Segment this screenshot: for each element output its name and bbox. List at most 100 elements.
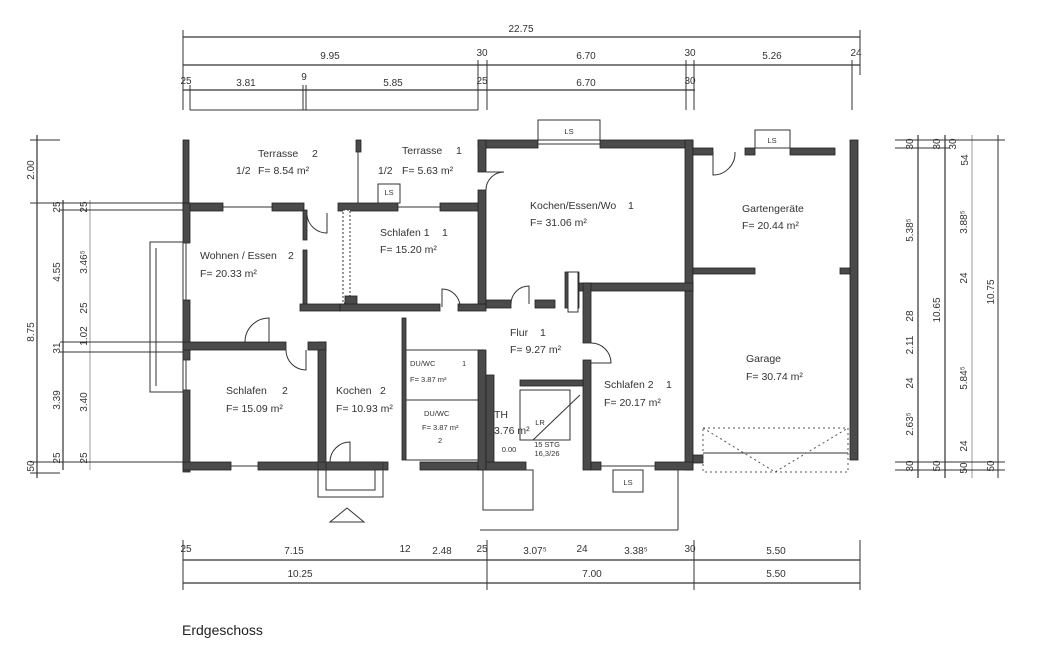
room-label: F= 20.44 m² (742, 220, 799, 232)
dim-label: 50 (959, 462, 970, 474)
dim-label: 2.11 (905, 335, 916, 354)
room-label: Gartengeräte (742, 203, 804, 215)
right-dimensions: 30 5.38⁵ 28 2.11 24 2.63⁵ 30 30 10.65 50… (895, 135, 1005, 478)
room-label: 2 (380, 385, 386, 397)
room-label: TH (494, 409, 508, 421)
dim-label: 4.55 (52, 262, 63, 282)
room-label: 3.76 m² (494, 425, 530, 437)
dim-label: 30 (476, 48, 488, 59)
dim-label: 30 (684, 76, 696, 87)
ls-label: LS (384, 188, 393, 197)
stairs-ratio-label: 16,3/26 (534, 449, 559, 458)
room-label: 1 (666, 379, 672, 391)
room-label: F= 30.74 m² (746, 371, 803, 383)
dim-overall-width: 22.75 (508, 24, 533, 35)
dim-label: 50 (932, 460, 943, 472)
room-label: F= 31.06 m² (530, 217, 587, 229)
dim-label: 9 (301, 72, 307, 83)
room-label: 1 (628, 200, 634, 212)
room-du-wc-1: DU/WC 1 F= 3.87 m² (410, 359, 466, 384)
dim-label: 31 (52, 342, 63, 354)
room-th: TH 3.76 m² (494, 409, 530, 437)
dim-label: 50 (986, 460, 997, 472)
room-label: Flur (510, 327, 529, 339)
ls-label: LS (767, 136, 776, 145)
room-label: F= 15.20 m² (380, 244, 437, 256)
dim-label: 30 (948, 138, 959, 150)
dim-label: 25 (79, 452, 90, 464)
dim-label: 30 (905, 138, 916, 150)
dim-label: 6.70 (576, 51, 596, 62)
room-label: 1 (462, 359, 466, 368)
room-label: 2 (288, 250, 294, 262)
room-label: Wohnen / Essen (200, 250, 277, 262)
dim-label: 24 (850, 48, 862, 59)
dim-label: 10.25 (287, 569, 312, 580)
room-label: Terrasse (258, 148, 298, 160)
dim-label: 3.38⁵ (624, 546, 648, 557)
dim-label: 3.07⁵ (523, 546, 547, 557)
room-label: F= 3.87 m² (410, 375, 447, 384)
left-dimensions: 2.00 8.75 50 25 4.55 31 3.39 25 25 3.46⁵… (26, 135, 183, 478)
dim-label: 25 (180, 544, 192, 555)
room-label: Schlafen 1 (380, 227, 430, 239)
room-du-wc-2: DU/WC F= 3.87 m² 2 (422, 409, 459, 445)
room-flur: Flur 1 F= 9.27 m² (510, 327, 562, 356)
room-label: F= 8.54 m² (258, 165, 310, 177)
room-label: F= 20.33 m² (200, 268, 257, 280)
dim-label: 6.70 (576, 78, 596, 89)
dim-label: 25 (79, 302, 90, 314)
walls (149, 109, 859, 531)
room-label: Kochen (336, 385, 372, 397)
room-label: Schlafen 2 (604, 379, 654, 391)
dim-label: 3.46⁵ (79, 250, 90, 274)
room-garage: Garage F= 30.74 m² (746, 353, 803, 383)
dim-label: 30 (905, 460, 916, 472)
room-label: 2 (282, 385, 288, 397)
room-label: DU/WC (424, 409, 450, 418)
room-label: 1 (540, 327, 546, 339)
room-label: F= 10.93 m² (336, 403, 393, 415)
dim-label: 5.38⁵ (905, 218, 916, 242)
dim-label: 25 (476, 544, 488, 555)
room-schlafen-2-left: Schlafen 2 F= 15.09 m² (226, 385, 288, 415)
dim-label: 30 (932, 138, 943, 150)
dim-label: 1.02 (79, 326, 90, 346)
room-label: 1/2 (378, 165, 393, 177)
dim-label: 50 (26, 460, 37, 472)
dim-label: 10.65 (932, 297, 943, 322)
floor-title: Erdgeschoss (182, 622, 263, 638)
room-label: F= 20.17 m² (604, 397, 661, 409)
dim-label: 24 (576, 544, 588, 555)
room-gartengeraete: Gartengeräte F= 20.44 m² (742, 203, 804, 232)
room-kochen-essen-wohnen: Kochen/Essen/Wo 1 F= 31.06 m² (530, 200, 634, 229)
dim-label: 7.00 (582, 569, 602, 580)
top-dimensions: 22.75 9.95 30 6.70 30 5.26 24 25 3.81 9 … (180, 24, 862, 110)
level-label: 0.00 (502, 445, 517, 454)
bottom-dimensions: 25 7.15 12 2.48 25 3.07⁵ 24 3.38⁵ 30 5.5… (180, 540, 861, 590)
dim-label: 3.81 (236, 78, 256, 89)
fixture-labels: LS LS LS LS LR 15 STG 16,3/26 0.00 (384, 127, 776, 487)
room-terrasse-2: Terrasse 2 1/2 F= 8.54 m² (236, 148, 318, 177)
dim-label: 25 (52, 452, 63, 464)
room-schlafen-1: Schlafen 1 1 F= 15.20 m² (380, 227, 448, 256)
dim-label: 2.00 (26, 160, 37, 180)
room-terrasse-1: Terrasse 1 1/2 F= 5.63 m² (378, 145, 462, 177)
ls-label: LS (564, 127, 573, 136)
room-label: F= 3.87 m² (422, 423, 459, 432)
dim-label: 5.85 (383, 78, 403, 89)
dim-label: 5.50 (766, 569, 786, 580)
room-label: 2 (438, 436, 442, 445)
dim-label: 5.50 (766, 546, 786, 557)
dim-label: 9.95 (320, 51, 340, 62)
dim-label: 54 (960, 154, 971, 166)
dim-label: 25 (52, 201, 63, 213)
room-label: Terrasse (402, 145, 442, 157)
room-label: Kochen/Essen/Wo (530, 200, 616, 212)
dim-label: 12 (399, 544, 411, 555)
dim-label: 3.88⁵ (959, 210, 970, 234)
dim-label: 30 (684, 544, 696, 555)
room-label: Garage (746, 353, 781, 365)
room-label: F= 15.09 m² (226, 403, 283, 415)
